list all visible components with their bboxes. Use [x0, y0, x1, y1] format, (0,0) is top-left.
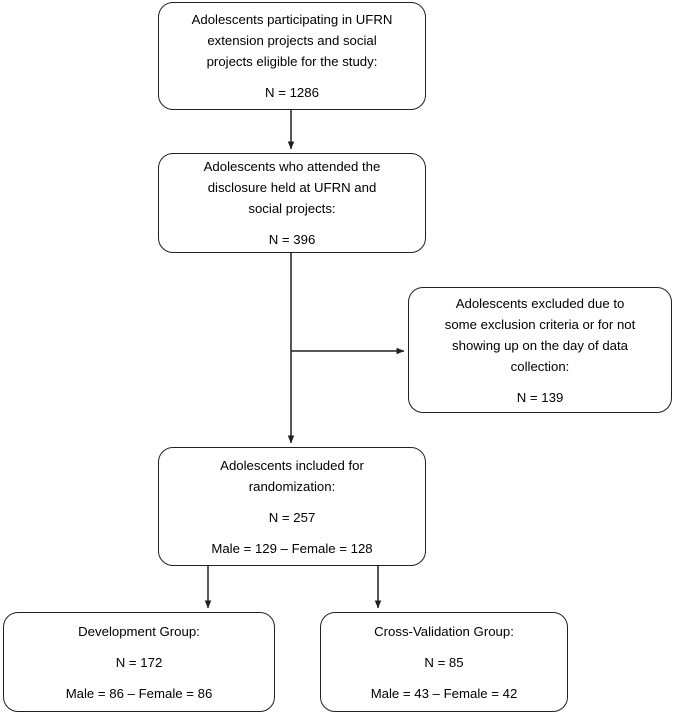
- node-crossval-split: Male = 43 – Female = 42: [370, 685, 518, 701]
- node-attended: Adolescents who attended the disclosure …: [158, 153, 426, 253]
- node-excluded: Adolescents excluded due to some exclusi…: [408, 287, 672, 413]
- node-screened-line3: projects eligible for the study:: [206, 54, 378, 69]
- node-screened-line2: extension projects and social: [207, 33, 377, 48]
- node-crossval-count: N = 85: [424, 654, 464, 670]
- node-attended-count: N = 396: [268, 232, 316, 247]
- node-randomized-split: Male = 129 – Female = 128: [211, 540, 373, 556]
- node-randomized-line1: Adolescents included for: [220, 457, 364, 473]
- node-excluded-line4: collection:: [510, 358, 570, 374]
- node-development-split: Male = 86 – Female = 86: [65, 685, 213, 701]
- node-crossval-line1: Cross-Validation Group:: [374, 623, 514, 639]
- node-randomized: Adolescents included for randomization: …: [158, 447, 426, 566]
- node-randomized-line2: randomization:: [248, 478, 336, 494]
- node-excluded-line3: showing up on the day of data: [452, 337, 628, 353]
- node-development-group: Development Group: N = 172 Male = 86 – F…: [3, 612, 275, 712]
- node-attended-line1: Adolescents who attended the: [203, 159, 381, 174]
- node-cross-validation-group: Cross-Validation Group: N = 85 Male = 43…: [320, 612, 568, 712]
- node-screened: Adolescents participating in UFRN extens…: [158, 2, 426, 110]
- node-development-count: N = 172: [115, 654, 163, 670]
- node-excluded-count: N = 139: [516, 389, 564, 405]
- node-attended-line3: social projects:: [248, 201, 336, 216]
- node-screened-line1: Adolescents participating in UFRN: [191, 12, 393, 27]
- node-excluded-line2: some exclusion criteria or for not: [444, 316, 636, 332]
- node-attended-line2: disclosure held at UFRN and: [207, 180, 377, 195]
- node-development-line1: Development Group:: [78, 623, 200, 639]
- node-excluded-line1: Adolescents excluded due to: [455, 295, 625, 311]
- node-randomized-count: N = 257: [268, 509, 316, 525]
- node-screened-count: N = 1286: [265, 85, 319, 100]
